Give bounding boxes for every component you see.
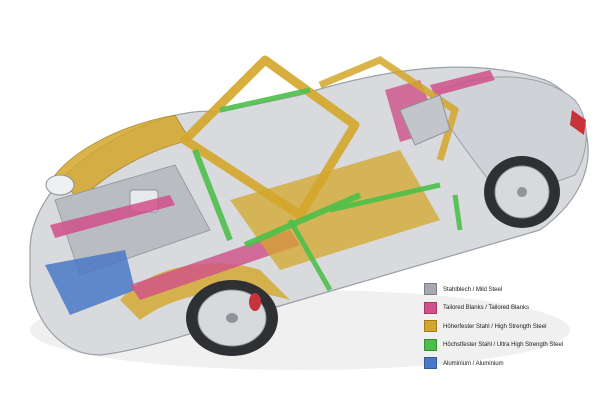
front-crash-element-aluminium [45, 250, 135, 315]
legend-label-tailored-blanks: Tailored Blanks / Tailored Blanks [443, 304, 529, 312]
b-pillar-reinforcement [287, 218, 333, 292]
rear-longitudinal-tailored [430, 70, 495, 96]
legend-label-aluminium: Aluminium / Aluminium [443, 359, 504, 367]
legend-item-ultra-high-strength-steel: Höchstfester Stahl / Ultra High Strength… [424, 338, 600, 351]
rear-diagonal-brace [329, 182, 441, 213]
legend-swatch-high-strength-steel [424, 320, 437, 333]
front-compartment [54, 164, 211, 276]
a-pillar-reinforcement [192, 148, 233, 242]
seat [399, 94, 451, 146]
sill-tailored [130, 230, 300, 300]
door-beam [243, 192, 362, 248]
windshield-frame [180, 55, 360, 220]
legend-item-tailored-blanks: Tailored Blanks / Tailored Blanks [424, 301, 600, 314]
windshield-crossmember [219, 87, 311, 113]
material-legend: Stahlblech / Mild Steel Tailored Blanks … [424, 283, 600, 376]
legend-swatch-mild-steel [424, 283, 437, 295]
headlight [45, 174, 75, 196]
legend-item-high-strength-steel: Höherfester Stahl / High Strength Steel [424, 320, 600, 333]
legend-label-ultra-high-strength-steel: Höchstfester Stahl / Ultra High Strength… [443, 341, 563, 349]
legend-item-aluminium: Aluminium / Aluminium [424, 357, 600, 370]
legend-swatch-aluminium [424, 357, 437, 370]
front-longitudinal-tailored [50, 195, 175, 238]
tail-light [570, 110, 586, 135]
front-wheel [186, 280, 278, 356]
legend-swatch-ultra-high-strength-steel [424, 338, 437, 351]
legend-label-mild-steel: Stahlblech / Mild Steel [443, 285, 503, 293]
legend-swatch-tailored-blanks [424, 301, 437, 314]
rear-wheel [484, 156, 560, 228]
rear-vertical-brace [452, 194, 463, 231]
legend-label-high-strength-steel: Höherfester Stahl / High Strength Steel [443, 322, 547, 330]
legend-item-mild-steel: Stahlblech / Mild Steel [424, 283, 600, 295]
roll-over-bar [318, 56, 460, 162]
